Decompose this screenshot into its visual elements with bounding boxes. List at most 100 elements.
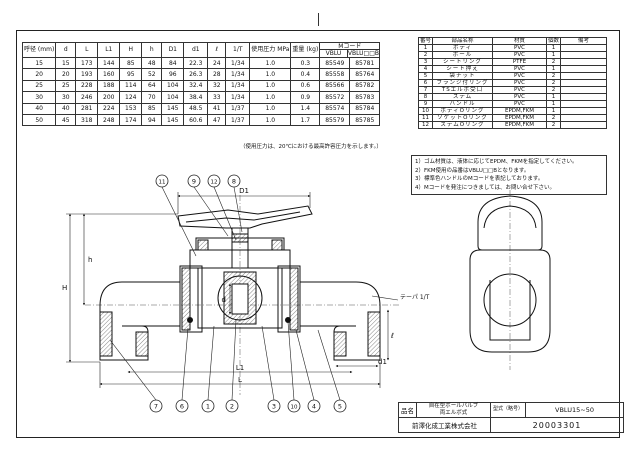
oring-right — [285, 317, 291, 323]
valve-body — [197, 267, 283, 329]
side-handle-inner — [483, 205, 537, 229]
notes-box: 1）ゴム材質は、液体に応じてEPDM、FKMを指定してください。 2）FKM使用… — [411, 155, 607, 195]
product-name: 自在型ボールバルブ — [428, 403, 479, 409]
pressure-note: （使用圧力は、20℃における最高許容圧力を示します。） — [240, 144, 382, 150]
callout-label: 6 — [180, 402, 184, 410]
callout-circle — [187, 174, 201, 188]
callout-label: 10 — [291, 404, 298, 410]
callout-label: 3 — [272, 402, 276, 410]
callout-leader — [213, 186, 237, 241]
callout-circle — [287, 399, 301, 413]
body-hatch-left — [197, 239, 209, 251]
callout-leader — [287, 321, 295, 401]
callout-label: 2 — [230, 402, 234, 410]
handle-outline — [177, 205, 313, 229]
title-product: 自在型ボールバルブ 両エルボ式 — [416, 402, 491, 418]
callout-label: 12 — [211, 179, 218, 185]
callout-circle — [207, 174, 221, 188]
ball-bore — [231, 283, 249, 315]
callout-label: 1 — [206, 402, 210, 410]
note-4: 4）Mコードを発注につきましては、お問い合せ下さい。 — [415, 184, 555, 191]
label-L: L — [238, 376, 242, 384]
callout-circle — [201, 399, 215, 413]
callout-leader — [261, 325, 275, 401]
callout-leader — [231, 319, 237, 401]
title-block: 品名 自在型ボールバルブ 両エルボ式 型式（略号） VBLU15~50 前澤化成… — [398, 402, 625, 433]
elbow-right-hatch-inner — [333, 331, 347, 357]
callout-circle — [307, 399, 321, 413]
dimension-cell: 1.7 — [290, 113, 321, 127]
callout-circle — [227, 174, 241, 188]
side-body — [469, 249, 551, 353]
label-H: H — [62, 284, 67, 292]
stem-housing — [195, 237, 285, 250]
label-h: h — [88, 256, 92, 264]
side-handle — [477, 195, 543, 251]
ball — [217, 275, 263, 321]
dimension-cell: 1/37 — [225, 113, 251, 127]
title-name-label: 品名 — [398, 402, 417, 418]
parts-cell: 12 — [417, 121, 434, 129]
col-mcode: Mコード VBLU VBLU□□B — [319, 42, 381, 58]
callout-leader — [193, 186, 229, 237]
callout-circle — [333, 399, 347, 413]
oring-left — [187, 317, 193, 323]
side-union — [483, 273, 537, 327]
note-3: 3）標準色ハンドルのMコードを表記しております。 — [415, 176, 544, 182]
dimension-cell: 45 — [55, 113, 77, 127]
dimension-cell: 248 — [97, 113, 121, 127]
callout-leader — [317, 329, 341, 401]
title-model-label: 型式（略号） — [489, 402, 527, 418]
elbow-left-hatch-inner — [135, 331, 149, 357]
nut-hatch-left — [181, 267, 191, 331]
title-model: VBLU15~50 — [525, 402, 625, 418]
handle-inner-line — [185, 211, 301, 223]
label-L1: L1 — [236, 364, 244, 372]
dimension-cell: 318 — [75, 113, 99, 127]
callout-label: 8 — [232, 177, 236, 185]
elbow-left — [99, 281, 149, 361]
callout-leader — [295, 329, 315, 401]
dimension-cell: 85579 — [319, 113, 351, 127]
title-company: 前澤化成工業株式会社 — [398, 417, 491, 433]
dimension-cell: 50 — [21, 113, 57, 127]
label-taper: テーパ 1/T — [400, 294, 430, 301]
callout-circle — [267, 399, 281, 413]
label-d: d — [222, 296, 226, 304]
callout-label: 5 — [338, 402, 342, 410]
side-socket — [489, 280, 531, 341]
parts-cell: 2 — [546, 121, 562, 129]
callout-label: 9 — [192, 177, 196, 185]
callout-leader — [161, 186, 197, 257]
drawing-frame — [16, 30, 620, 438]
note-2: 2）FKM使用の品番はVBLU□□Bとなります。 — [415, 167, 530, 174]
elbow-left-hatch-outer — [99, 311, 113, 357]
callout-circle — [155, 174, 169, 188]
mcode-vblub: VBLU□□B — [347, 50, 380, 57]
dimension-cell: 85785 — [349, 113, 381, 127]
callout-label: 7 — [154, 402, 158, 410]
dimension-labels: D1 h H d ℓ d1 L1 L テーパ 1/T — [62, 187, 430, 384]
callout-circle — [225, 399, 239, 413]
label-l: ℓ — [390, 332, 394, 340]
product-sub: 両エルボ式 — [439, 410, 468, 416]
callout-circle — [175, 399, 189, 413]
callout-leader — [109, 339, 157, 401]
mcode-header: Mコード — [320, 43, 380, 50]
body-hatch-right — [271, 239, 283, 251]
dimension-table: 呼径 (mm) d L L1 H h D1 d1 ℓ 1/T 使用圧力 MPa … — [21, 42, 381, 127]
elbow-right — [333, 281, 381, 361]
mcode-vblu: VBLU — [320, 50, 348, 57]
center-tick-mark — [318, 13, 319, 26]
callout-leader — [207, 325, 215, 401]
note-1: 1）ゴム材質は、液体に応じてEPDM、FKMを指定してください。 — [415, 159, 578, 165]
